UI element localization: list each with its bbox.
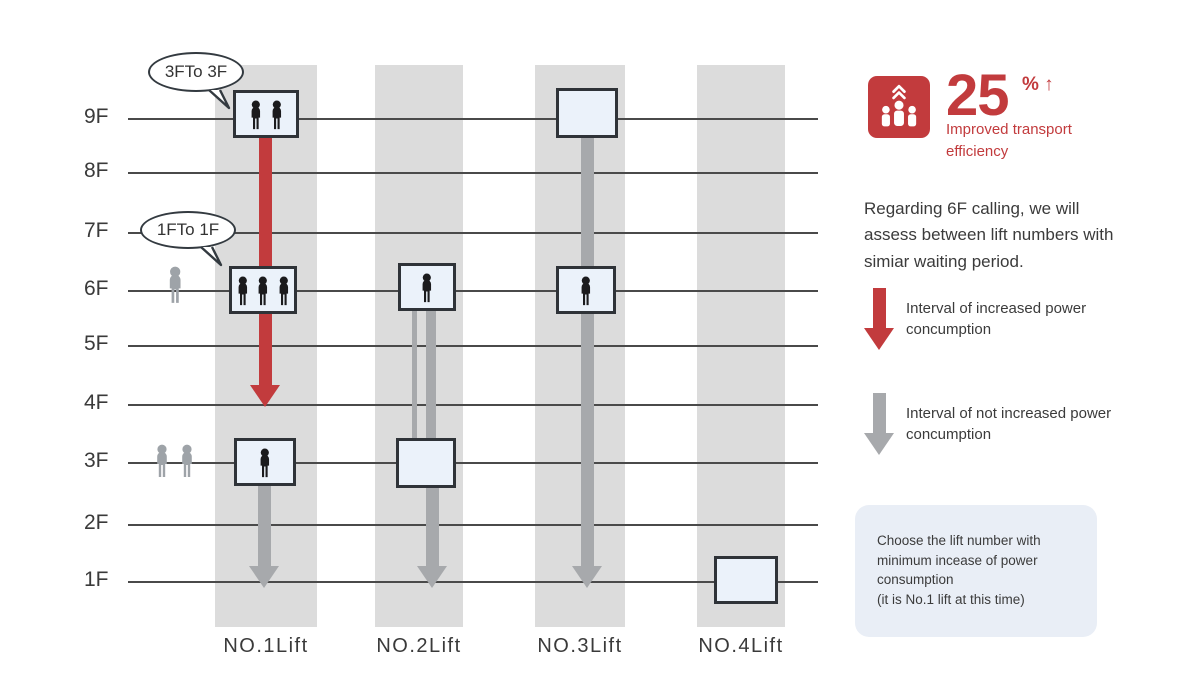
tip-line-2: (it is No.1 lift at this time) <box>877 591 1025 607</box>
down-arrow-gray-lift3 <box>572 136 602 588</box>
floor-line-6f <box>128 290 818 292</box>
down-arrow-gray-lift1 <box>249 484 279 588</box>
travel-line-lift2-a <box>412 310 417 440</box>
person-icon <box>581 276 591 306</box>
lift1-car-9f <box>233 90 299 138</box>
waiting-passenger-6f <box>164 266 186 304</box>
floor-line-5f <box>128 345 818 347</box>
lift2-car-3f <box>396 438 456 488</box>
gray-down-arrow-icon <box>864 393 894 455</box>
callout-3f-to-3f: 3FTo 3F <box>148 52 244 92</box>
lift4-car-1f <box>714 556 778 604</box>
lift4-label: NO.4Lift <box>698 635 784 657</box>
down-arrow-red-lift1 <box>250 136 280 407</box>
waiting-passengers-3f <box>152 444 197 478</box>
floor-label-1f: 1F <box>84 568 109 591</box>
legend-label: Interval of not increased power concumpt… <box>906 405 1112 443</box>
assessment-note: Regarding 6F calling, we will assess bet… <box>864 199 1114 271</box>
person-icon <box>279 276 288 306</box>
people-up-icon <box>881 84 917 127</box>
efficiency-stat-unit: % ↑ <box>1022 74 1054 95</box>
lift2-label: NO.2Lift <box>376 635 462 657</box>
person-icon <box>260 448 270 478</box>
callout-text: 1FTo 1F <box>156 220 220 239</box>
lift1-car-6f <box>229 266 297 314</box>
floor-line-2f <box>128 524 818 526</box>
floor-label-7f: 7F <box>84 219 109 242</box>
lift2-car-6f <box>398 263 456 311</box>
floor-line-8f <box>128 172 818 174</box>
efficiency-stat-value: 25 <box>946 63 1010 128</box>
person-icon <box>251 100 260 130</box>
floor-label-9f: 9F <box>84 105 109 128</box>
lift3-label: NO.3Lift <box>537 635 623 657</box>
person-icon <box>238 276 247 306</box>
floor-line-9f <box>128 118 818 120</box>
floor-label-2f: 2F <box>84 511 109 534</box>
floor-line-7f <box>128 232 818 234</box>
transport-efficiency-icon <box>868 76 930 138</box>
red-down-arrow-icon <box>864 288 894 350</box>
travel-line-lift2-b <box>426 310 436 440</box>
floor-label-5f: 5F <box>84 332 109 355</box>
lift3-car-9f <box>556 88 618 138</box>
floor-line-1f <box>128 581 818 583</box>
person-icon <box>169 266 181 303</box>
lift1-car-3f <box>234 438 296 486</box>
person-icon <box>157 444 167 477</box>
conclusion-tip-box: Choose the lift number with minimum ince… <box>855 505 1097 637</box>
floor-label-8f: 8F <box>84 159 109 182</box>
floor-line-4f <box>128 404 818 406</box>
lift1-label: NO.1Lift <box>223 635 309 657</box>
person-icon <box>182 444 192 477</box>
lift3-car-6f <box>556 266 616 314</box>
down-arrow-gray-lift2 <box>417 486 447 588</box>
callout-tail <box>200 246 223 267</box>
callout-tail <box>208 89 231 110</box>
legend-increased-power: Interval of increased power concumption <box>864 288 1121 350</box>
person-icon <box>272 100 281 130</box>
floor-label-3f: 3F <box>84 449 109 472</box>
floor-line-3f <box>128 462 818 464</box>
floor-label-6f: 6F <box>84 277 109 300</box>
floor-label-4f: 4F <box>84 391 109 414</box>
person-icon <box>422 273 432 303</box>
callout-text: 3FTo 3F <box>164 62 228 81</box>
person-icon <box>258 276 268 306</box>
efficiency-stat-caption: Improved transport efficiency <box>946 121 1072 160</box>
legend-label: Interval of increased power concumption <box>906 300 1087 338</box>
legend-not-increased-power: Interval of not increased power concumpt… <box>864 393 1121 455</box>
tip-line-1: Choose the lift number with minimum ince… <box>877 533 1041 588</box>
callout-1f-to-1f: 1FTo 1F <box>140 211 236 249</box>
